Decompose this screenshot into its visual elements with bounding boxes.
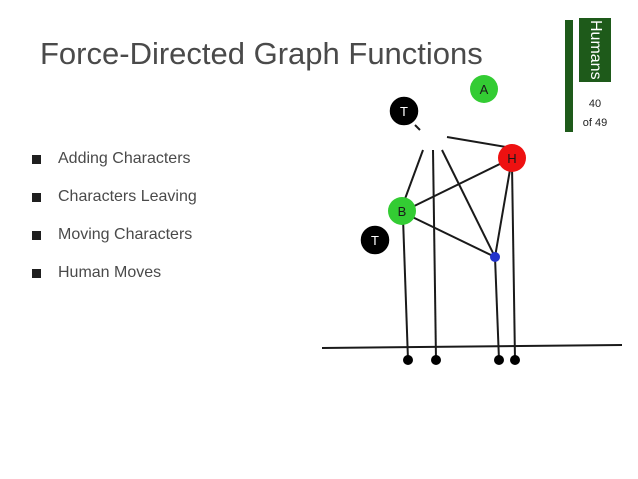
ground-line: [321, 344, 623, 349]
ground-anchors: [403, 355, 520, 365]
bullet-item: Adding Characters: [32, 140, 197, 178]
bullet-text: Adding Characters: [58, 150, 191, 167]
edge-top-human: [441, 149, 496, 258]
node-t-top-circle: [388, 95, 420, 127]
section-tab-label: Humans: [587, 20, 604, 80]
section-tab: Humans: [579, 18, 611, 82]
node-a-circle: [470, 75, 498, 103]
bullet-item: Moving Characters: [32, 216, 197, 254]
edge-top-h: [446, 136, 513, 149]
node-a: A: [470, 75, 498, 103]
node-b-circle: [388, 197, 416, 225]
section-accent-bar: [565, 20, 573, 132]
node-t-top-label: T: [400, 104, 408, 119]
node-t-bottom: T: [359, 224, 391, 256]
human-position-dot: [490, 252, 500, 262]
node-b-label: B: [398, 204, 407, 219]
bullet-text: Characters Leaving: [58, 188, 197, 205]
bullet-square-icon: [32, 268, 41, 278]
node-t-bottom-circle: [359, 224, 391, 256]
node-h: H: [498, 144, 526, 172]
graph-edges: [321, 124, 623, 361]
node-h-label: H: [507, 151, 516, 166]
bullet-square-icon: [32, 230, 41, 240]
node-b: B: [388, 197, 416, 225]
bullet-list: Adding Characters Characters Leaving Mov…: [32, 140, 197, 292]
node-a-label: A: [480, 82, 489, 97]
node-h-circle: [498, 144, 526, 172]
edge-t1-stub: [414, 124, 421, 131]
edge-b-h: [401, 157, 513, 213]
pin-h: [511, 164, 516, 361]
pin-top: [432, 149, 437, 361]
bullet-item: Characters Leaving: [32, 178, 197, 216]
node-t-top: T: [388, 95, 420, 127]
anchor-dot: [431, 355, 441, 365]
page-number: 40: [588, 98, 602, 110]
edge-b-human: [401, 211, 496, 258]
anchor-dot: [510, 355, 520, 365]
anchor-dot: [494, 355, 504, 365]
pin-b: [402, 217, 409, 361]
page-total: of 49: [582, 117, 608, 129]
node-t-bottom-label: T: [371, 233, 379, 248]
bullet-text: Moving Characters: [58, 226, 193, 243]
bullet-square-icon: [32, 154, 41, 164]
pin-human: [494, 256, 500, 361]
bullet-text: Human Moves: [58, 264, 162, 281]
edge-h-human: [494, 157, 513, 258]
anchor-dot: [403, 355, 413, 365]
bullet-item: Human Moves: [32, 254, 197, 292]
slide-title: Force-Directed Graph Functions: [40, 36, 483, 71]
bullet-square-icon: [32, 192, 41, 202]
